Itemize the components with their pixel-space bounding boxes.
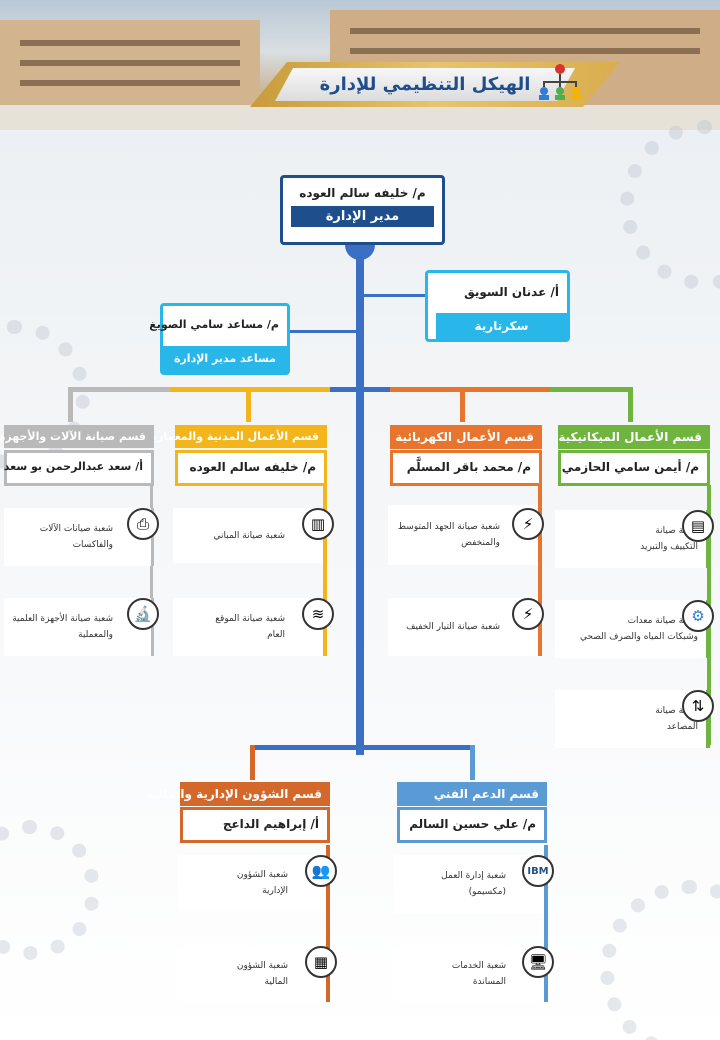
secretary-name: أ/ عدنان السويق [464, 285, 559, 299]
trunk-line [356, 255, 364, 755]
dept-devices-title: قسم صيانة الآلات والأجهزة [0, 425, 154, 448]
unit-label: شعبة صيانة التيار الخفيف [406, 622, 500, 632]
trunk-cap [345, 245, 375, 260]
branch-tech [544, 845, 548, 1000]
org-chart-icon [539, 64, 581, 100]
dept-mechanical-title: قسم الأعمال الميكانيكية [558, 425, 710, 449]
drop-green [628, 387, 633, 422]
bus-gray [70, 387, 170, 392]
dept-civil-head-box: م/ خليفه سالم العوده [175, 450, 327, 486]
ac-unit-icon: ▤ [682, 510, 714, 542]
drop-orange [460, 387, 465, 422]
lightning-icon: ⚡ [512, 508, 544, 540]
assistant-role: مساعد مدير الإدارة [163, 346, 287, 372]
assistant-link [288, 330, 356, 333]
unit-buildings: شعبة صيانة المباني [173, 508, 327, 563]
unit-label: شعبة الشؤون المالية [236, 961, 288, 987]
page-title: الهيكل التنظيمي للإدارة [275, 68, 575, 101]
unit-label: شعبة الخدمات المساندة [451, 961, 506, 987]
dept-admin-head-box: أ/ إبراهيم الداعج [180, 807, 330, 843]
unit-label: شعبة صيانة المباني [213, 530, 286, 541]
calculator-icon: ▦ [305, 946, 337, 978]
printer-icon: ⎙ [127, 508, 159, 540]
dept-electrical-head-box: م/ محمد باقر المسلَّم [390, 450, 542, 486]
microscope-icon: 🔬 [127, 598, 159, 630]
dept-electrical-head: م/ محمد باقر المسلَّم [406, 460, 531, 474]
dept-admin-head: أ/ إبراهيم الداعج [222, 817, 319, 831]
gear-decoration [0, 820, 100, 960]
building-icon: ▥ [302, 508, 334, 540]
dept-civil-head: م/ خليفه سالم العوده [189, 460, 316, 474]
dept-technical-head: م/ علي حسين السالم [409, 817, 536, 831]
water-drop-gear-icon: ⚙ [682, 600, 714, 632]
director-box: م/ خليفه سالم العوده مدير الإدارة [280, 175, 445, 245]
drop-yellow [246, 387, 251, 422]
assistant-box: م/ مساعد سامي الصويغ مساعد مدير الإدارة [149, 303, 290, 375]
unit-label: شعبة صيانة الجهد المتوسط والمنخفض [397, 522, 500, 548]
drop-gray [68, 387, 73, 422]
lightning-icon: ⚡ [512, 598, 544, 630]
dept-mechanical-head-box: م/ أيمن سامي الحازمي [558, 450, 710, 486]
gear-decoration [600, 880, 720, 1040]
branch-gray [150, 485, 153, 655]
unit-label: شعبة صيانة الموقع العام [215, 614, 285, 640]
ibm-maximo-logo: IBM [522, 855, 554, 887]
dept-technical-title: قسم الدعم الفني [397, 782, 547, 806]
drop-admin [250, 745, 255, 780]
branch-yellow [323, 485, 327, 655]
unit-label: شعبة إدارة العمل (مكسيمو) [441, 871, 506, 897]
dept-mechanical-head: م/ أيمن سامي الحازمي [561, 460, 699, 474]
bottom-bus [250, 745, 475, 750]
secretary-link [364, 294, 426, 297]
unit-label: شعبة صيانة الأجهزة العلمية والمعملية [12, 614, 113, 640]
bus-blue [330, 387, 390, 392]
gear-decoration [620, 120, 720, 290]
drop-tech [470, 745, 475, 780]
dept-technical-head-box: م/ علي حسين السالم [397, 807, 547, 843]
director-role: مدير الإدارة [291, 206, 434, 227]
unit-label: شعبة الشؤون الإدارية [236, 870, 288, 896]
unit-financial: شعبة الشؤون المالية [178, 946, 330, 1002]
dept-admin-title: قسم الشؤون الإدارية والمالية [147, 782, 330, 806]
bus-orange [390, 387, 550, 392]
assistant-name: م/ مساعد سامي الصويغ [149, 318, 279, 331]
monitor-gear-icon: 🖥 [522, 946, 554, 978]
dept-electrical-title: قسم الأعمال الكهربائية [390, 425, 542, 449]
bus-green [550, 387, 630, 392]
dept-devices-head: أ/ سعد عبدالرحمن بو سعد [3, 460, 143, 473]
unit-administrative: شعبة الشؤون الإدارية [178, 855, 330, 911]
secretary-role: سكرتارية [436, 313, 567, 339]
elevator-icon: ⇅ [682, 690, 714, 722]
people-icon: 👥 [305, 855, 337, 887]
secretary-box: أ/ عدنان السويق سكرتارية [425, 270, 570, 342]
branch-orange [538, 485, 542, 655]
dept-civil-title: قسم الأعمال المدنية والمعمارية [146, 425, 327, 448]
branch-admin [326, 845, 330, 1000]
road-icon: ≋ [302, 598, 334, 630]
dept-devices-head-box: أ/ سعد عبدالرحمن بو سعد [4, 450, 154, 486]
director-name: م/ خليفه سالم العوده [299, 186, 426, 200]
unit-label: شعبة صيانات الآلات والفاكسات [39, 524, 113, 550]
